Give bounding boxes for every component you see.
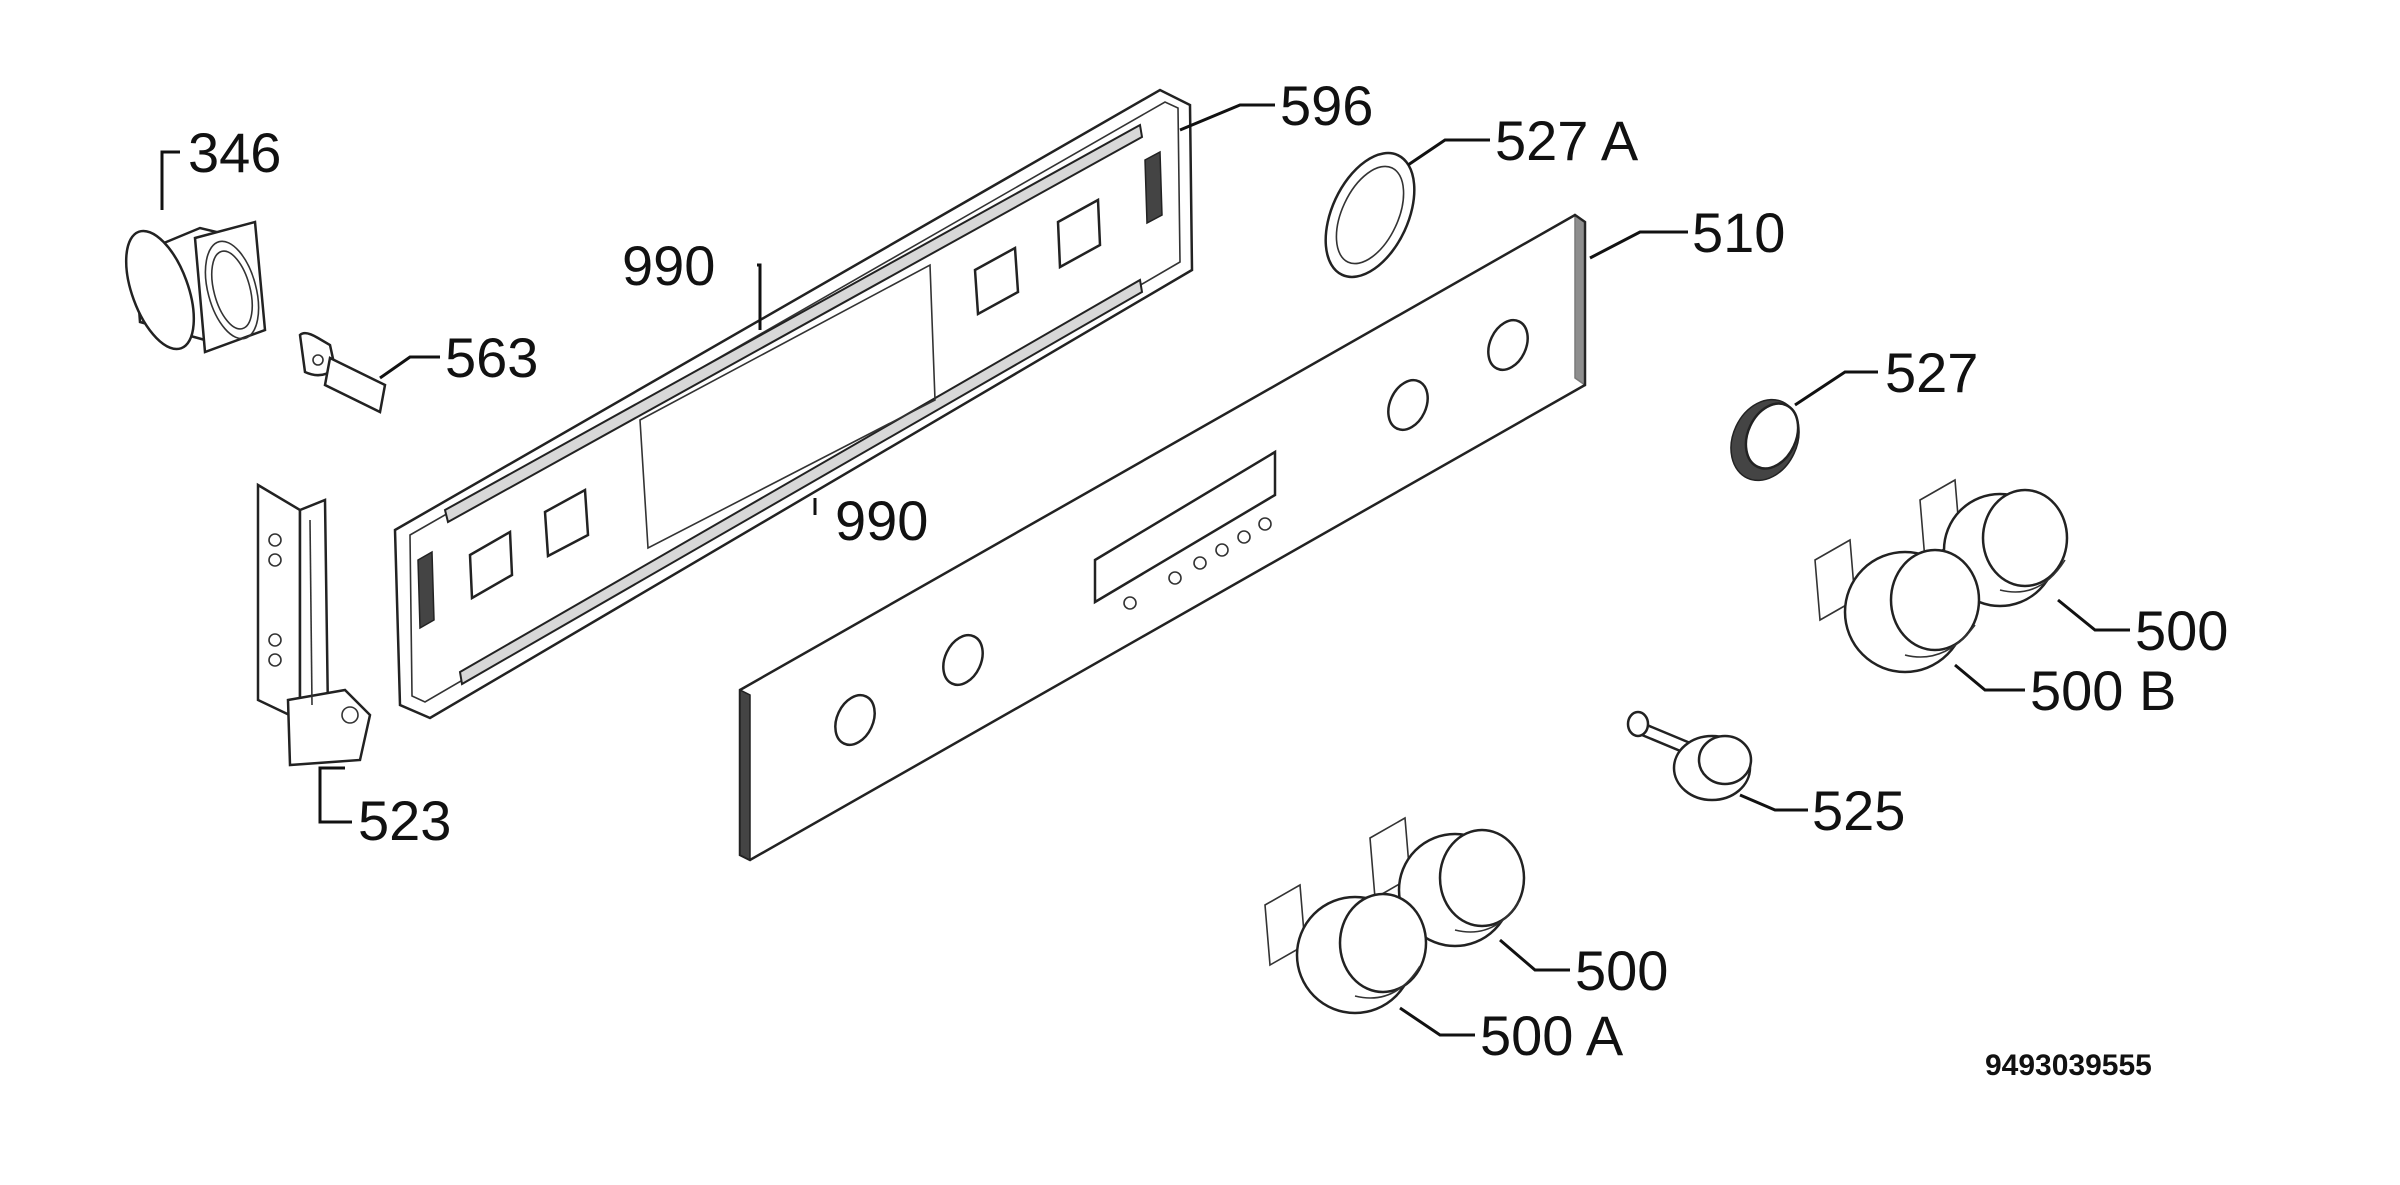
label-563: 563 [445,326,538,389]
label-500-bottom: 500 [1575,939,1668,1002]
part-527A-ring [1324,151,1416,279]
label-510: 510 [1692,201,1785,264]
part-596-rear-panel [393,88,1194,720]
part-525-push-button [1626,710,1753,802]
part-500B-knob [1814,538,1981,674]
label-523: 523 [358,789,451,852]
part-990-gasket-upper [443,123,1144,524]
part-500-knob-right [1919,478,2069,608]
label-990-top: 990 [622,234,715,297]
label-500-right: 500 [2135,599,2228,662]
label-500B: 500 B [2030,659,2176,722]
part-563-clip [298,331,387,414]
label-527A: 527 A [1495,109,1639,172]
label-500A: 500 A [1480,1004,1624,1067]
label-596: 596 [1280,74,1373,137]
part-527-bezel [1730,398,1800,482]
part-346-housing [124,220,267,354]
document-code: 9493039555 [1985,1049,2152,1082]
part-labels: 346 563 523 990 990 596 527 A 510 527 50… [188,74,2228,1082]
label-527: 527 [1885,341,1978,404]
part-500-knob-bottom [1369,816,1526,948]
label-525: 525 [1812,779,1905,842]
part-510-front-panel [738,213,1587,862]
label-990-bottom: 990 [835,489,928,552]
part-523-bracket [256,482,372,767]
leader-lines [160,103,2130,1037]
part-500A-knob [1264,883,1428,1015]
label-346: 346 [188,121,281,184]
